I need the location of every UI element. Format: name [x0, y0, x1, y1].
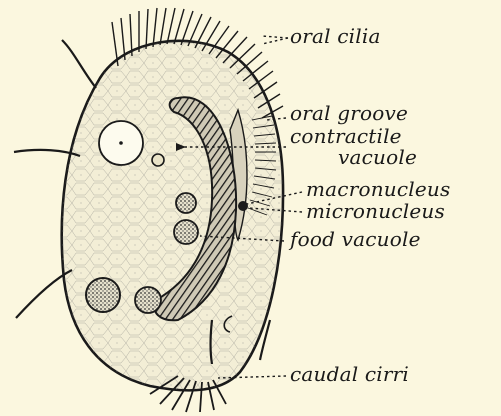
label-food-vacuole: food vacuole [288, 227, 421, 251]
cell-body [55, 30, 295, 400]
contractile-vacuole [99, 121, 143, 165]
label-vacuole: vacuole [338, 145, 417, 169]
micronucleus [238, 201, 248, 211]
vesicle [152, 154, 164, 166]
label-oral-groove: oral groove [290, 101, 408, 125]
label-caudal-cirri: caudal cirri [290, 362, 409, 386]
label-macronucleus: macronucleus [306, 177, 450, 201]
labels: oral cilia oral groove contractile vacuo… [288, 24, 450, 386]
label-oral-cilia: oral cilia [290, 24, 381, 48]
label-micronucleus: micronucleus [306, 199, 445, 223]
